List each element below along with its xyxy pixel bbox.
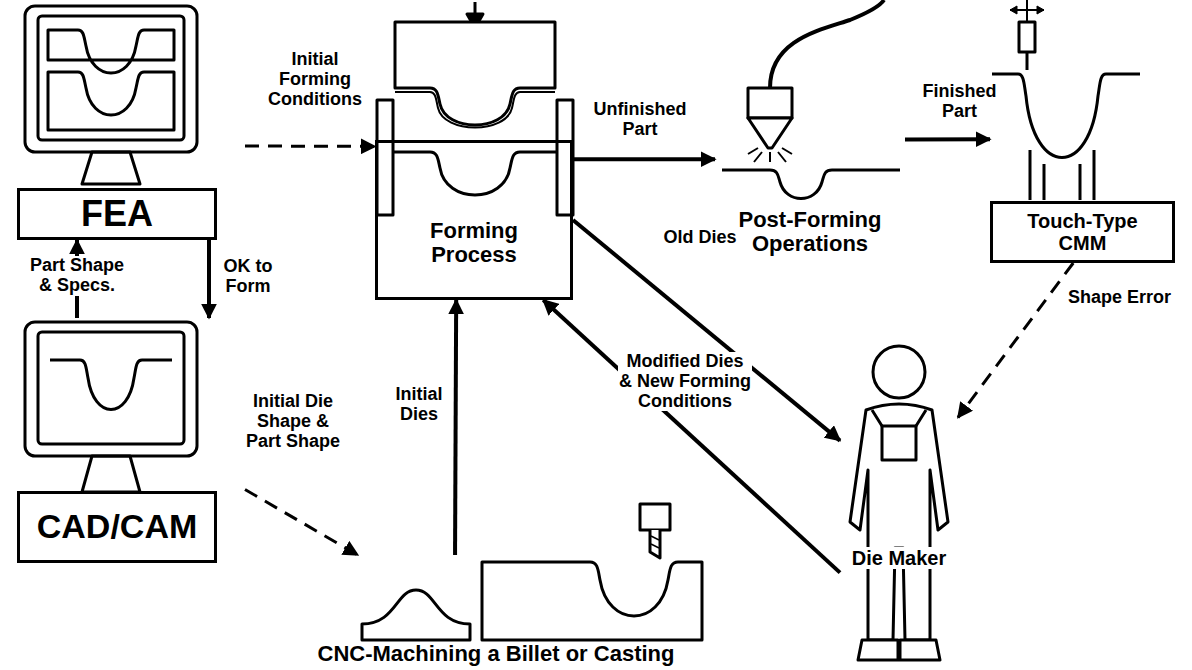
edge-label: Initial Forming Conditions — [255, 50, 375, 109]
edge-label: Unfinished Part — [585, 100, 695, 140]
monitor — [25, 6, 197, 152]
flow-arrow — [543, 300, 840, 573]
node-label: FEA — [81, 194, 153, 234]
edge-label: Initial Dies — [388, 385, 450, 425]
overall-bib — [882, 426, 916, 460]
punch-shape — [48, 30, 174, 73]
lower-die-billet — [482, 562, 702, 640]
monitor — [25, 322, 197, 456]
probe-body — [1019, 22, 1035, 52]
base-box: FEA — [17, 188, 217, 240]
node-label: Post-Forming Operations — [719, 208, 901, 256]
process-box: Forming Process — [375, 140, 573, 300]
upper-die-billet — [362, 590, 470, 640]
flow-arrow — [455, 300, 456, 555]
edge-label: Shape Error — [1062, 288, 1177, 308]
edge-label: Old Dies — [655, 228, 745, 248]
screen — [38, 332, 184, 444]
edge-label: OK to Form — [220, 257, 276, 297]
computer-node: FEA — [5, 5, 245, 240]
feet — [858, 640, 940, 660]
flow-arrow — [245, 490, 358, 556]
cutter — [650, 530, 660, 558]
sparks — [748, 148, 792, 162]
part-support — [1030, 150, 1094, 200]
head — [873, 346, 925, 398]
node-label: Die Maker — [850, 547, 949, 569]
overall-strap — [872, 410, 926, 426]
part-profile — [50, 360, 172, 410]
screen — [38, 16, 184, 140]
person-node: Die Maker — [840, 335, 958, 665]
base-box: CAD/CAM — [17, 491, 217, 563]
spindle — [640, 504, 670, 530]
measured-part — [992, 74, 1140, 158]
torch-nozzle — [748, 118, 792, 148]
lower-die — [393, 152, 557, 195]
flow-arrow — [207, 240, 211, 318]
node-label: Forming Process — [390, 219, 558, 267]
cmm-node: Touch-Type CMM — [990, 5, 1175, 263]
edge-label: Initial Die Shape & Part Shape — [243, 392, 343, 451]
cutter-flutes — [651, 536, 659, 548]
machining-node: CNC-Machining a Billet or Casting — [240, 555, 752, 670]
monitor-stand — [82, 456, 140, 492]
node-label: Touch-Type CMM — [1013, 210, 1152, 254]
node-label: CAD/CAM — [37, 508, 198, 545]
node-label: CNC-Machining a Billet or Casting — [318, 642, 675, 666]
computer-node: CAD/CAM — [5, 318, 245, 563]
monitor-stand — [82, 152, 140, 184]
hose — [770, 0, 884, 88]
flow-arrow — [245, 145, 375, 148]
die-shape — [48, 72, 174, 130]
flow-arrow — [958, 263, 1073, 418]
punch — [395, 22, 555, 125]
base-box: Touch-Type CMM — [990, 201, 1175, 263]
die-wall — [377, 100, 393, 215]
body — [850, 404, 948, 640]
edge-label: Modified Dies & New Forming Conditions — [618, 352, 752, 411]
blank-sheet — [395, 92, 555, 128]
edge-label: Part Shape & Specs. — [22, 256, 132, 296]
part-profile — [722, 170, 900, 199]
edge-label: Finished Part — [912, 82, 1007, 122]
flow-arrow — [573, 157, 715, 161]
flow-arrow — [905, 137, 990, 141]
probe-axis — [1026, 0, 1028, 22]
torch-body — [748, 88, 792, 118]
probe-stylus — [1026, 52, 1029, 70]
